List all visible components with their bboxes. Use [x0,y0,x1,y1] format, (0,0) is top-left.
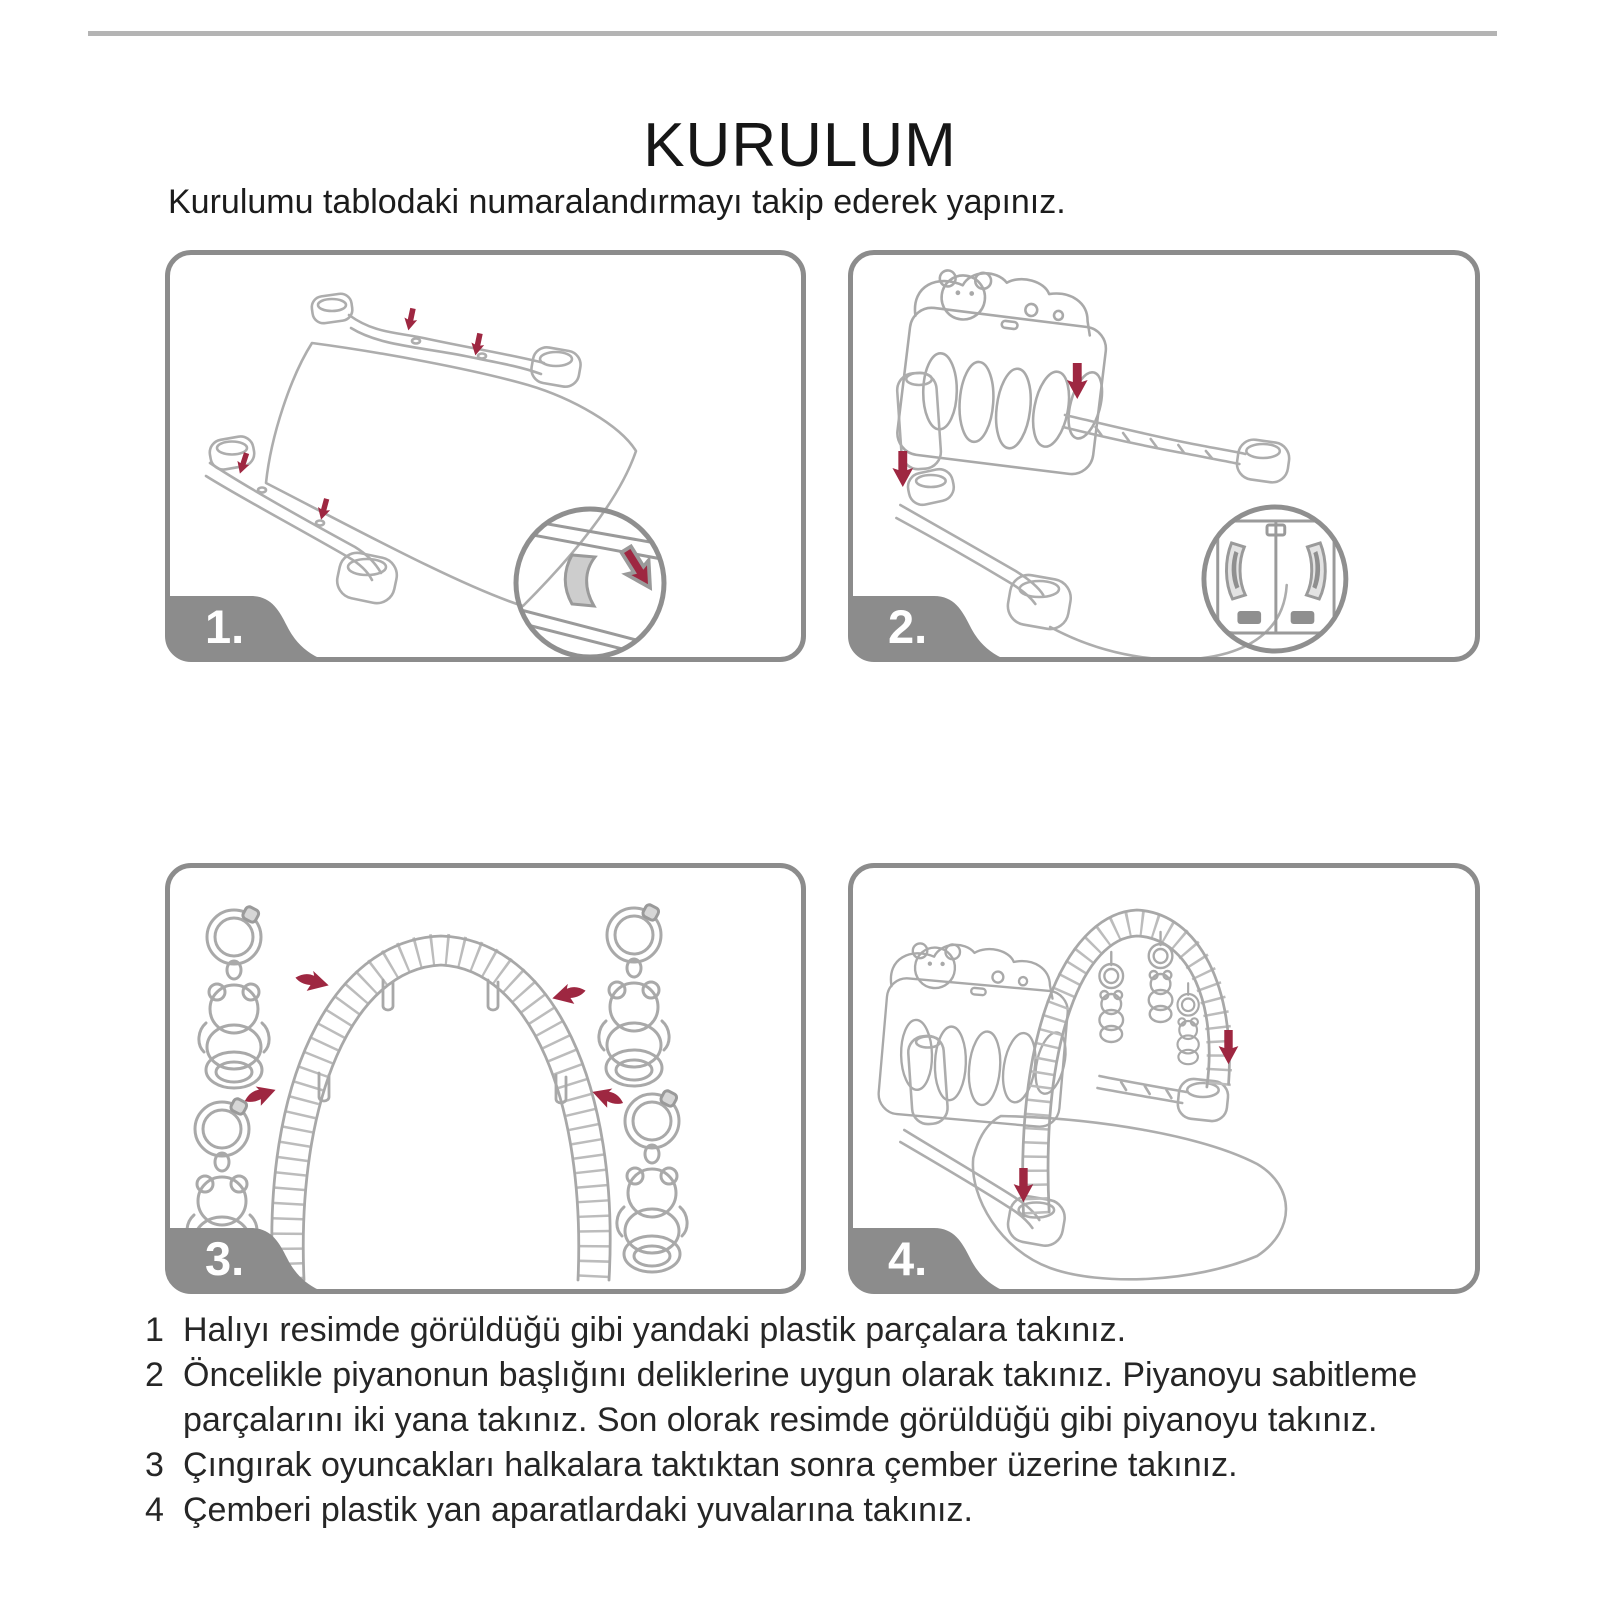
step-4-illustration [875,908,1288,1281]
step-number: 3. [205,1232,245,1285]
red-arrow-icons [233,307,487,522]
instruction-item-2: 2 Öncelikle piyanonun başlığını delikleri… [145,1353,1565,1443]
magnifier-detail [1201,504,1349,654]
step-panel-1: 1. [165,250,806,662]
instruction-text: Çemberi plastik yan aparatlardaki yuvala… [183,1491,973,1529]
step-number-tab: 2. [852,596,1002,658]
instruction-list: 1 Halıyı resimde görüldüğü gibi yandaki p… [145,1308,1565,1533]
magnifier-detail [513,506,667,657]
instruction-number: 3 [145,1446,164,1484]
top-divider-rule [88,31,1497,36]
step-number-tab: 3. [169,1228,319,1290]
instruction-number: 2 [145,1356,164,1394]
instruction-number: 4 [145,1491,164,1529]
instruction-item-4: 4 Çemberi plastik yan aparatlardaki yuval… [145,1488,1565,1533]
step-2-illustration [892,263,1349,657]
page-title: KURULUM [643,110,957,180]
arch-bar [1021,908,1233,1218]
instruction-item-1: 1 Halıyı resimde görüldüğü gibi yandaki p… [145,1308,1565,1353]
instruction-number: 1 [145,1311,164,1349]
step-number: 1. [205,600,245,653]
step-panel-3: 3. [165,863,806,1294]
step-number-tab: 1. [169,596,319,658]
arch-bar [270,933,612,1282]
piano-toy [875,937,1079,1130]
instruction-text: Çıngırak oyuncakları halkalara taktıktan… [183,1446,1238,1484]
red-arrow-icons [241,966,627,1112]
step-panel-2: 2. [848,250,1480,662]
step-3-illustration [185,901,689,1282]
instruction-text: Öncelikle piyanonun başlığını deliklerin… [183,1356,1418,1439]
step-1-illustration [204,292,667,657]
frame-outline [899,1034,1230,1247]
step-number: 2. [888,600,928,653]
frame-outline [895,371,1291,657]
step-number-tab: 4. [852,1228,1002,1290]
instruction-item-3: 3 Çıngırak oyuncakları halkalara taktıkta… [145,1443,1565,1488]
step-panel-4: 4. [848,863,1480,1294]
step-number: 4. [888,1232,928,1285]
instruction-text: Halıyı resimde görüldüğü gibi yandaki pl… [183,1311,1127,1349]
mat-outline [204,292,638,608]
hanging-toys [1098,930,1200,1066]
page-subtitle: Kurulumu tablodaki numaralandırmayı taki… [168,183,1066,221]
piano-toy [893,263,1121,479]
